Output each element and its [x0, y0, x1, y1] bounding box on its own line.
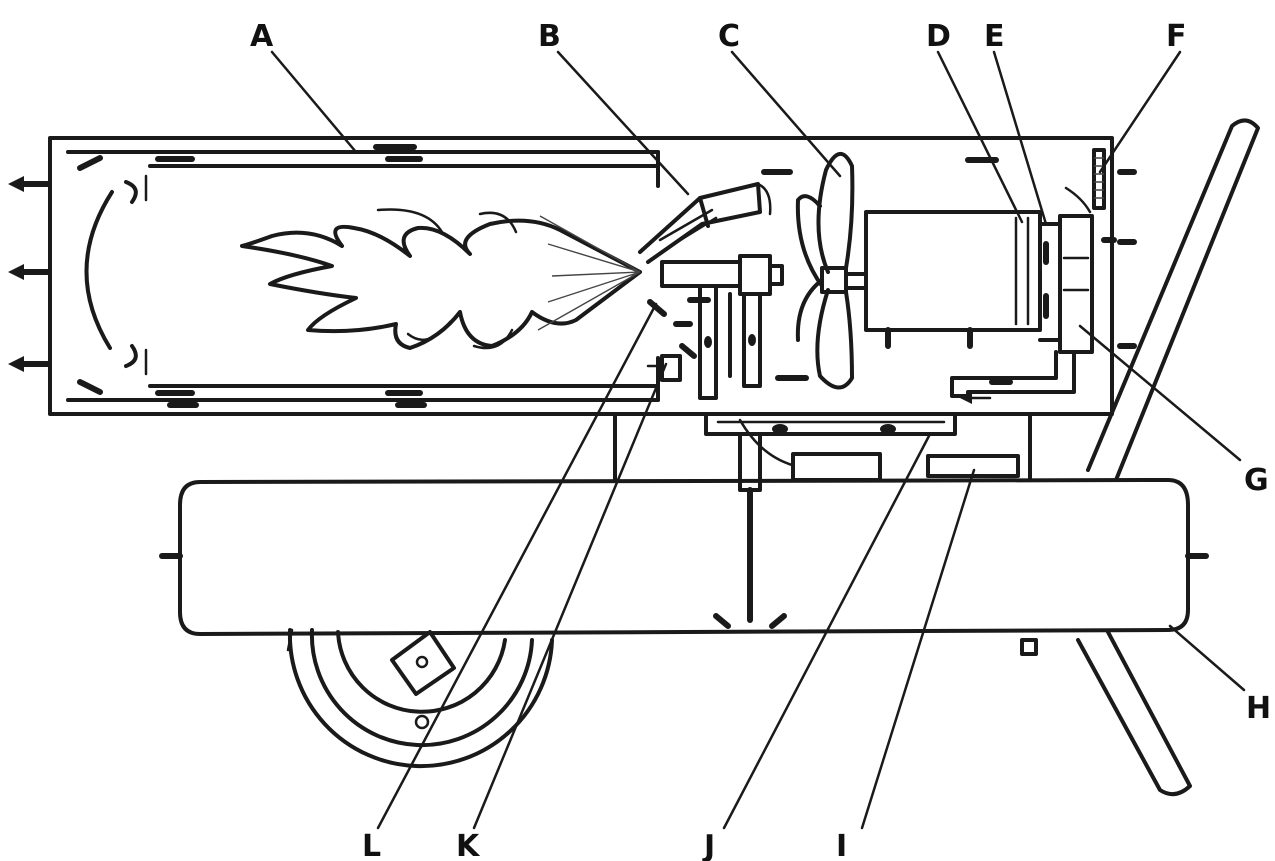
- label-G: G: [1244, 463, 1269, 498]
- fuel-pickup-tube: [713, 418, 794, 629]
- label-K: K: [456, 829, 481, 861]
- label-B: B: [538, 19, 561, 54]
- label-A: A: [250, 19, 274, 54]
- airflow-arrows: [761, 157, 1137, 381]
- handle-frame: [1076, 118, 1260, 797]
- leader-lines: [270, 50, 1246, 830]
- wheel-hub: [414, 714, 430, 730]
- label-L: L: [362, 829, 381, 861]
- leader-G: [1078, 324, 1242, 462]
- fuel-filter: [704, 414, 957, 436]
- fuel-tank: [159, 478, 1209, 656]
- label-I: I: [836, 829, 847, 861]
- air-line: [950, 350, 1076, 404]
- label-F: F: [1166, 19, 1187, 54]
- callout-labels: A B C D E F G H I J K L: [250, 19, 1271, 861]
- heat-deflector: [77, 155, 148, 395]
- label-E: E: [984, 19, 1005, 54]
- leader-A: [270, 50, 358, 154]
- pump-housing: [791, 452, 882, 482]
- flame: [240, 208, 642, 350]
- spark-plug: [638, 182, 772, 264]
- label-H: H: [1246, 691, 1271, 726]
- leader-I: [860, 468, 976, 830]
- axle-bracket: [390, 630, 456, 696]
- label-C: C: [718, 19, 740, 54]
- air-pump: [1038, 186, 1094, 354]
- combustion-chamber: [66, 144, 660, 408]
- leader-L: [376, 302, 658, 830]
- leader-B: [556, 50, 690, 196]
- hot-air-arrows: [8, 176, 51, 372]
- label-D: D: [926, 19, 951, 54]
- tank-drain-plug: [1020, 638, 1038, 656]
- heater-housing: [48, 136, 1114, 416]
- leader-C: [730, 50, 842, 178]
- leader-H: [1168, 624, 1246, 692]
- leader-D: [936, 50, 1024, 224]
- fan: [795, 152, 868, 390]
- wheel: [286, 628, 554, 769]
- leader-K: [472, 362, 668, 830]
- control-box: [926, 454, 1020, 478]
- intake-filter: [1092, 148, 1106, 210]
- motor: [864, 210, 1042, 349]
- leader-F: [1098, 50, 1182, 174]
- leader-J: [722, 432, 932, 830]
- leader-E: [992, 50, 1048, 226]
- label-J: J: [702, 829, 715, 861]
- fuel-lines: [673, 284, 762, 400]
